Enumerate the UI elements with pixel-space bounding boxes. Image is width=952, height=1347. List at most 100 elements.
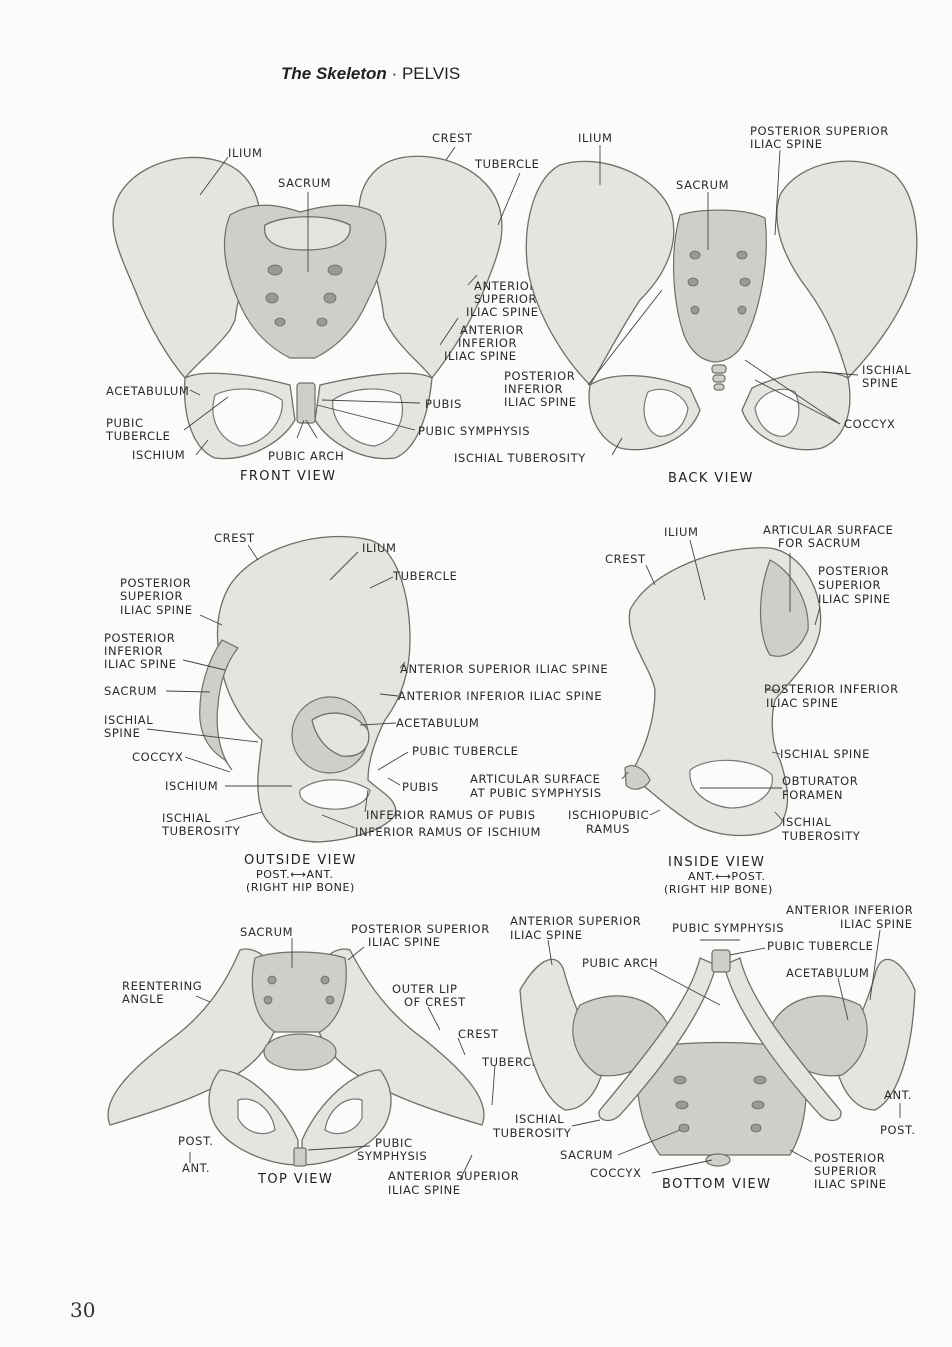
fv-label-asis-1: ANTERIOR <box>474 279 538 293</box>
btv-label-coccyx: COCCYX <box>590 1166 641 1180</box>
ov-label-piis-3: ILIAC SPINE <box>104 657 177 671</box>
inside-view-leaders <box>621 539 821 821</box>
bv-label-psis-1: POSTERIOR SUPERIOR <box>750 124 889 138</box>
ov-label-sacrum: SACRUM <box>104 684 157 698</box>
front-view-leaders <box>183 146 521 456</box>
iv-label-ischiopubic-1: ISCHIOPUBIC <box>568 808 649 822</box>
bv-label-ischial-spine-2: SPINE <box>862 376 899 390</box>
bv-label-piis-1: POSTERIOR <box>504 369 575 383</box>
page-header: The Skeleton · PELVIS <box>281 64 460 84</box>
bottom-view-leaders <box>547 929 901 1174</box>
outside-view-figure <box>199 535 411 843</box>
btv-label-acetabulum: ACETABULUM <box>786 966 869 980</box>
ov-label-ischial-tuberosity-1: ISCHIAL <box>162 811 211 825</box>
fv-label-acetabulum: ACETABULUM <box>106 384 189 398</box>
tv-label-pubic-symphysis-1: PUBIC <box>375 1136 413 1150</box>
bv-label-sacrum: SACRUM <box>676 178 729 192</box>
iv-label-articular-sacrum-1: ARTICULAR SURFACE <box>763 523 894 537</box>
header-separator: · <box>391 64 398 83</box>
fv-label-ischium: ISCHIUM <box>132 448 185 462</box>
fv-label-aiis-3: ILIAC SPINE <box>444 349 517 363</box>
btv-label-post: POST. <box>880 1123 916 1137</box>
iv-label-psis-3: ILIAC SPINE <box>818 592 891 606</box>
ov-label-psis-2: SUPERIOR <box>120 589 183 603</box>
btv-label-ant: ANT. <box>884 1088 912 1102</box>
iv-label-piis-1: POSTERIOR INFERIOR <box>764 682 899 696</box>
bottom-view-figure <box>519 949 916 1167</box>
btv-label-psis-1: POSTERIOR <box>814 1151 885 1165</box>
iv-label-articular-pubic-2: AT PUBIC SYMPHYSIS <box>470 786 602 800</box>
iv-label-articular-pubic-1: ARTICULAR SURFACE <box>470 772 601 786</box>
ov-label-psis-1: POSTERIOR <box>120 576 191 590</box>
tv-label-tubercle: TUBERCLE <box>481 1055 547 1069</box>
bottom-view-labels: ANTERIOR SUPERIOR ILIAC SPINE PUBIC SYMP… <box>492 903 916 1192</box>
outside-view-orientation: POST.⟷ANT. <box>256 868 334 881</box>
iv-label-psis-1: POSTERIOR <box>818 564 889 578</box>
ov-label-ilium: ILIUM <box>362 541 397 555</box>
fv-label-pubic-tubercle-2: TUBERCLE <box>105 429 171 443</box>
btv-label-ischial-tuberosity-1: ISCHIAL <box>515 1112 564 1126</box>
btv-label-psis-2: SUPERIOR <box>814 1164 877 1178</box>
inside-view-figure <box>624 547 822 837</box>
iv-label-ischial-spine: ISCHIAL SPINE <box>780 747 870 761</box>
inside-view-labels: ILIUM ARTICULAR SURFACE FOR SACRUM CREST… <box>470 523 899 896</box>
fv-label-aiis-1: ANTERIOR <box>460 323 524 337</box>
iv-label-obturator-2: FORAMEN <box>782 788 843 802</box>
btv-label-aiis-2: ILIAC SPINE <box>840 917 913 931</box>
iv-label-psis-2: SUPERIOR <box>818 578 881 592</box>
outside-view-note: (RIGHT HIP BONE) <box>246 881 355 894</box>
ov-label-aiis: ANTERIOR INFERIOR ILIAC SPINE <box>398 689 602 703</box>
top-view-figure <box>107 948 485 1167</box>
fv-label-ilium: ILIUM <box>228 146 263 160</box>
bv-label-ilium: ILIUM <box>578 131 613 145</box>
back-view-leaders <box>587 145 859 456</box>
ov-label-crest: CREST <box>214 531 255 545</box>
iv-label-articular-sacrum-2: FOR SACRUM <box>778 536 861 550</box>
tv-label-psis-2: ILIAC SPINE <box>368 935 441 949</box>
fv-label-pubic-tubercle-1: PUBIC <box>106 416 144 430</box>
btv-label-pubic-arch: PUBIC ARCH <box>582 956 658 970</box>
iv-label-crest: CREST <box>605 552 646 566</box>
iv-label-ischial-tuberosity-1: ISCHIAL <box>782 815 831 829</box>
iv-label-ischial-tuberosity-2: TUBEROSITY <box>781 829 861 843</box>
tv-label-post: POST. <box>178 1134 214 1148</box>
outside-view-labels: CREST ILIUM TUBERCLE POSTERIOR SUPERIOR … <box>104 531 608 894</box>
inside-view-orientation: ANT.⟷POST. <box>688 870 766 883</box>
back-view-title: BACK VIEW <box>668 471 754 486</box>
btv-label-psis-3: ILIAC SPINE <box>814 1177 887 1191</box>
tv-label-psis-1: POSTERIOR SUPERIOR <box>351 922 490 936</box>
back-view-labels: ILIUM POSTERIOR SUPERIOR ILIAC SPINE SAC… <box>454 124 911 486</box>
btv-label-asis-2: ILIAC SPINE <box>510 928 583 942</box>
bv-label-coccyx: COCCYX <box>844 417 895 431</box>
bv-label-psis-2: ILIAC SPINE <box>750 137 823 151</box>
outside-view-leaders <box>146 544 409 829</box>
ov-label-acetabulum: ACETABULUM <box>396 716 479 730</box>
ov-label-psis-3: ILIAC SPINE <box>120 603 193 617</box>
fv-label-crest: CREST <box>432 131 473 145</box>
tv-label-asis-2: ILIAC SPINE <box>388 1183 461 1197</box>
tv-label-reentering-2: ANGLE <box>122 992 164 1006</box>
iv-label-ilium: ILIUM <box>664 525 699 539</box>
btv-label-pubic-tubercle: PUBIC TUBERCLE <box>767 939 873 953</box>
fv-label-asis-3: ILIAC SPINE <box>466 305 539 319</box>
ov-label-inf-ramus-ischium: INFERIOR RAMUS OF ISCHIUM <box>355 825 541 839</box>
fv-label-aiis-2: INFERIOR <box>458 336 517 350</box>
tv-label-asis-1: ANTERIOR SUPERIOR <box>388 1169 519 1183</box>
page-number: 30 <box>70 1298 96 1322</box>
front-view-labels: ILIUM CREST TUBERCLE SACRUM ANTERIOR SUP… <box>105 131 539 484</box>
top-view-title: TOP VIEW <box>257 1172 333 1187</box>
inside-view-note: (RIGHT HIP BONE) <box>664 883 773 896</box>
iv-label-ischiopubic-2: RAMUS <box>586 822 630 836</box>
ov-label-ischial-spine-2: SPINE <box>104 726 141 740</box>
header-italic-title: The Skeleton <box>281 64 387 83</box>
ov-label-inf-ramus-pubis: INFERIOR RAMUS OF PUBIS <box>366 808 536 822</box>
fv-label-sacrum: SACRUM <box>278 176 331 190</box>
ov-label-coccyx: COCCYX <box>132 750 183 764</box>
bv-label-piis-3: ILIAC SPINE <box>504 395 577 409</box>
btv-label-aiis-1: ANTERIOR INFERIOR <box>786 903 913 917</box>
iv-label-piis-2: ILIAC SPINE <box>766 696 839 710</box>
fv-label-pubic-symphysis: PUBIC SYMPHYSIS <box>418 424 530 438</box>
tv-label-crest: CREST <box>458 1027 499 1041</box>
tv-label-sacrum: SACRUM <box>240 925 293 939</box>
